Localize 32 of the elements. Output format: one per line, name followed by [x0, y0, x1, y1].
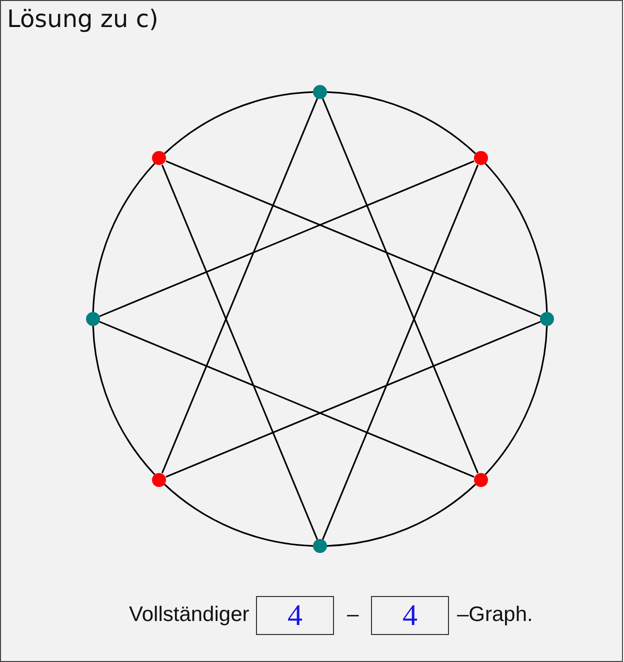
graph-edge — [322, 164, 479, 540]
graph-edge — [164, 91, 314, 154]
answer-text: 4 — [288, 598, 302, 632]
graph-vertex — [152, 472, 166, 486]
caption-text: –Graph. — [457, 603, 533, 627]
graph-edge — [166, 320, 541, 478]
graph-edge — [166, 160, 541, 318]
graph-vertex — [313, 85, 327, 99]
graph-vertex — [474, 151, 488, 166]
graph-edge — [92, 326, 156, 475]
graph-edge — [92, 163, 156, 312]
graph-vertex — [152, 151, 166, 166]
graph-edge — [326, 484, 476, 547]
answer-box — [256, 596, 334, 635]
answer-text: 4 — [402, 598, 418, 632]
caption-text: Vollständiger — [129, 603, 250, 627]
graph-vertex — [313, 539, 327, 553]
graph-edge — [484, 163, 548, 312]
graph-vertex — [86, 312, 100, 326]
graph-edge — [161, 164, 318, 540]
caption-text: – — [347, 603, 359, 627]
graph-edge — [326, 91, 476, 154]
graph-edge — [99, 320, 474, 478]
panel-title: Lösung zu c) — [7, 5, 158, 33]
graph-vertex — [540, 312, 554, 326]
graph-edge — [484, 326, 548, 475]
graph-edge — [99, 160, 474, 318]
graph-vertex — [474, 472, 488, 486]
graph-edge — [161, 98, 318, 474]
graph-edge — [322, 98, 479, 474]
graph-edge — [164, 484, 314, 547]
answer-box — [371, 596, 449, 635]
